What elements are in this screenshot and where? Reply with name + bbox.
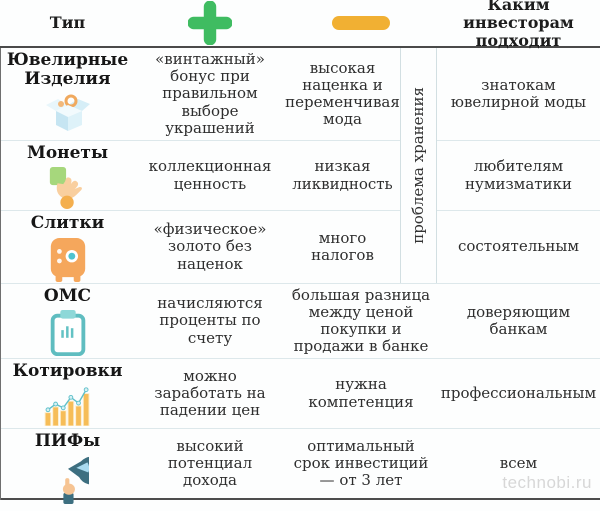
bar-chart-icon: [44, 387, 89, 426]
row-oms-type: ОМС: [0, 283, 135, 358]
row-quotes-pros: можно заработать на падении цен: [135, 358, 285, 428]
row-quotes-type: Котировки: [0, 358, 135, 428]
row-coins-pros: коллекционная ценность: [135, 140, 285, 210]
row-oms-pros: начисляются проценты по счету: [135, 283, 285, 358]
minus-icon: [332, 16, 390, 30]
row-bullion-cons: много налогов: [285, 210, 400, 283]
row-title: Слитки: [30, 213, 105, 233]
row-title: Ювелирные Изделия: [6, 50, 129, 89]
header-investors: Каким инвесторам подходит: [437, 0, 600, 49]
row-title: ПИФы: [34, 431, 101, 451]
header-type: Тип: [0, 0, 135, 48]
row-pif-cons: оптимальный срок инвестиций — от 3 лет: [285, 428, 437, 498]
header-cons: [285, 0, 437, 48]
plus-icon: [188, 1, 232, 45]
row-pif-pros: высокий потенциал дохода: [135, 428, 285, 498]
row-title: Котировки: [12, 361, 123, 381]
row-coins-cons: низкая ликвидность: [285, 140, 400, 210]
row-quotes-investors: профессиональным: [437, 358, 600, 428]
row-title: ОМС: [43, 286, 92, 306]
row-bullion-investors: состоятельным: [437, 210, 600, 283]
row-oms-cons: большая разница между ценой покупки и пр…: [285, 283, 437, 358]
row-oms-investors: доверяющим банкам: [437, 283, 600, 358]
row-bullion-pros: «физическое» золото без наценок: [135, 210, 285, 283]
row-coins-type: Монеты: [0, 140, 135, 210]
row-jewelry-investors: знатокам ювелирной моды: [450, 75, 587, 111]
storage-problem-note: проблема хранения: [400, 48, 437, 283]
table-left-edge: [0, 48, 1, 500]
row-quotes-cons: нужна компетенция: [285, 358, 437, 428]
row-title: Монеты: [27, 143, 108, 163]
row-pif-investors: всем: [437, 428, 600, 498]
clipboard-icon: [50, 309, 85, 356]
row-bullion-type: Слитки: [0, 210, 135, 283]
watermark: technobi.ru: [502, 473, 592, 492]
safe-icon: [50, 237, 85, 282]
header-pros: [135, 0, 285, 48]
jewelry-box-icon: [45, 94, 90, 132]
pie-chart-icon: [62, 456, 89, 504]
row-jewelry-cons: высокая наценка и переменчивая мода: [285, 58, 400, 129]
row-jewelry-pros: «винтажный» бонус при правильном выборе …: [155, 50, 265, 137]
hand-coin-icon: [49, 166, 82, 209]
row-coins-investors: любителям нумизматики: [437, 140, 600, 210]
row-jewelry-type: Ювелирные Изделия: [0, 48, 135, 140]
row-pif-type: ПИФы: [0, 428, 135, 504]
